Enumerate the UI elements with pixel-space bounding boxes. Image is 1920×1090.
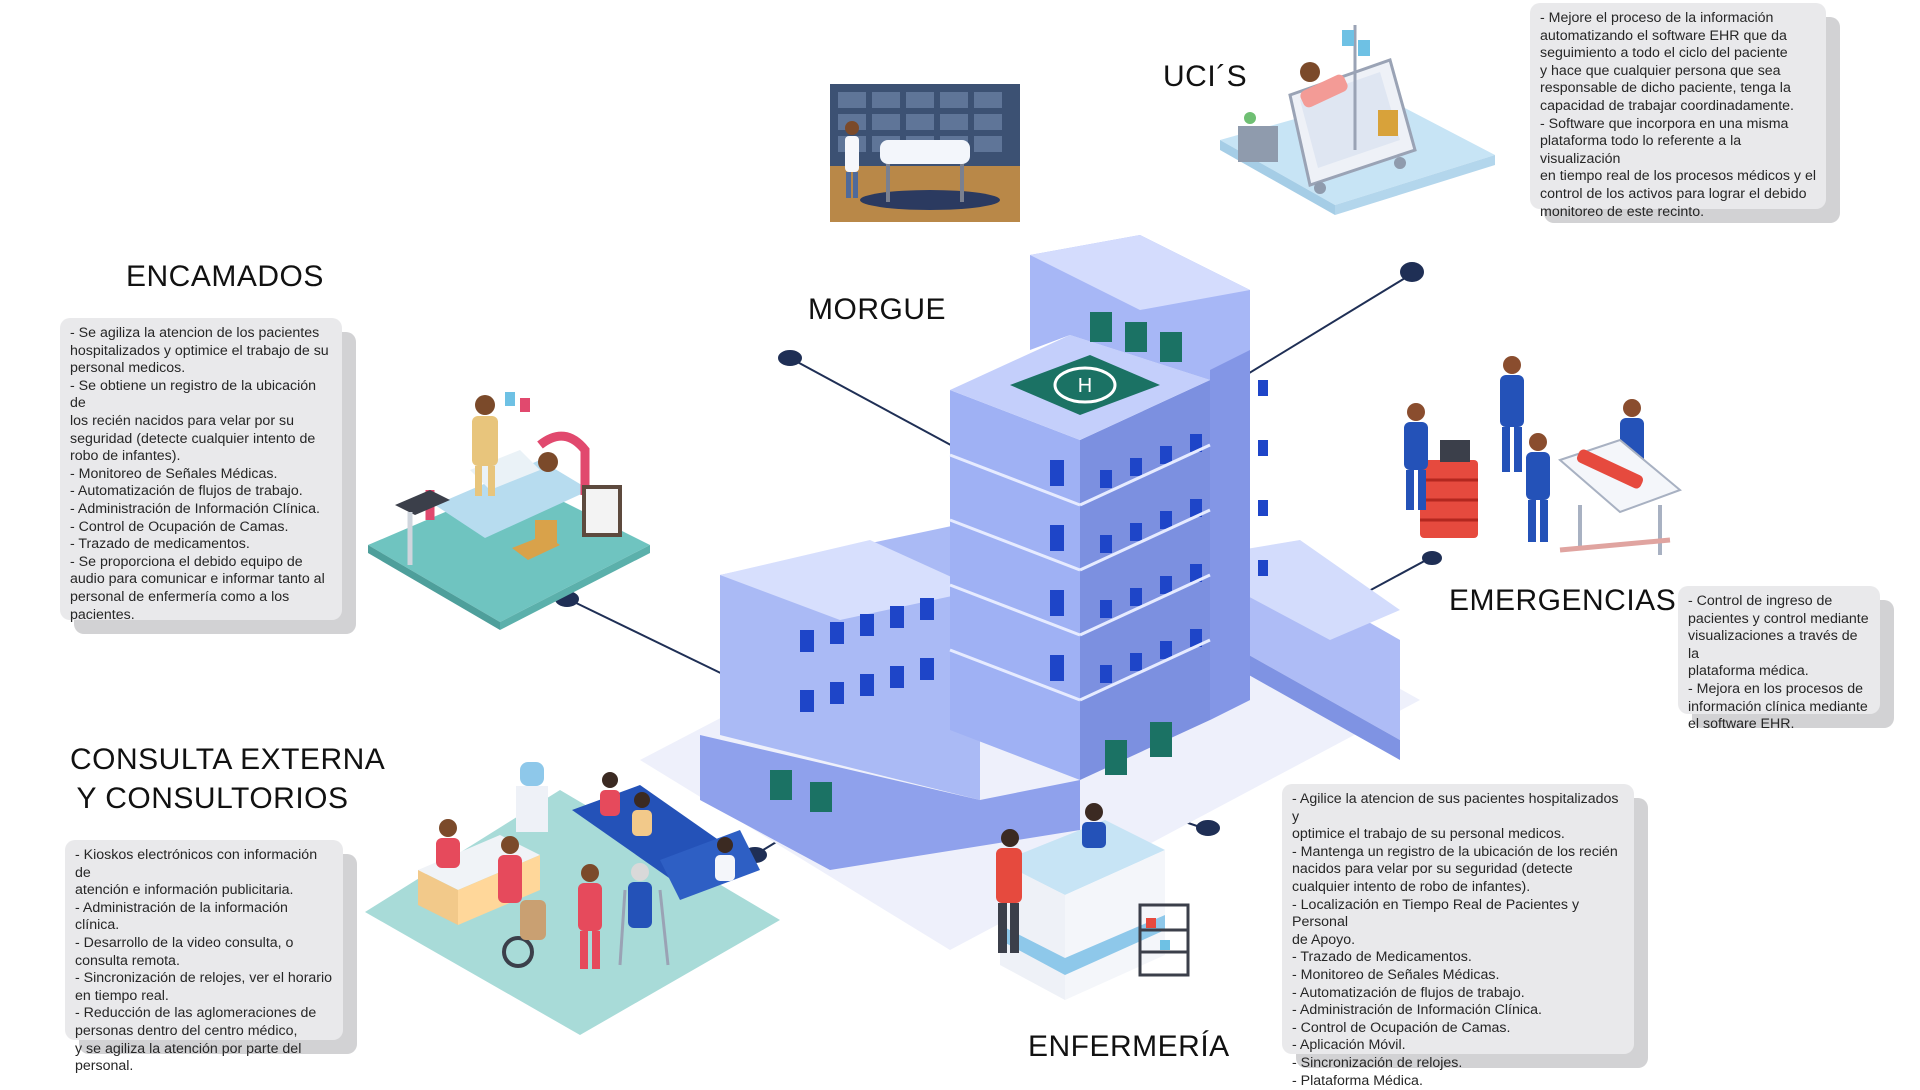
- encamados-bullet: - Se obtiene un registro de la ubicación…: [70, 378, 332, 466]
- enfermeria-bullet: - Plataforma Médica.: [1292, 1073, 1624, 1090]
- encamados-bullet: - Se proporciona el debido equipo de aud…: [70, 554, 332, 624]
- emergencias-scene: [1404, 356, 1680, 555]
- uci-info-box: - Mejore el proceso de la información au…: [1530, 3, 1826, 209]
- enfermeria-bullet: - Automatización de flujos de trabajo.: [1292, 985, 1624, 1003]
- enfermeria-bullet: - Control de Ocupación de Camas.: [1292, 1020, 1624, 1038]
- consulta-info-box: - Kioskos electrónicos con información d…: [65, 840, 343, 1040]
- emergencias-title: EMERGENCIAS: [1449, 581, 1676, 620]
- consulta-bullet: - Desarrollo de la video consulta, o con…: [75, 935, 333, 970]
- connector-morgue: [790, 358, 960, 450]
- consulta-bullet: - Administración de la información clíni…: [75, 900, 333, 935]
- emergencias-bullet: - Mejora en los procesos de información …: [1688, 681, 1870, 734]
- encamados-bullet: - Trazado de medicamentos.: [70, 536, 332, 554]
- encamados-scene: [368, 392, 650, 630]
- uci-bullet: - Software que incorpora en una misma pl…: [1540, 116, 1816, 222]
- enfermeria-bullet: - Mantenga un registro de la ubicación d…: [1292, 844, 1624, 897]
- uci-bullet: - Mejore el proceso de la información au…: [1540, 10, 1816, 116]
- enfermeria-bullet: - Localización en Tiempo Real de Pacient…: [1292, 897, 1624, 950]
- encamados-bullet: - Administración de Información Clínica.: [70, 501, 332, 519]
- uci-title: UCI´S: [1163, 57, 1247, 96]
- uci-scene: [1220, 25, 1495, 215]
- morgue-scene: [830, 84, 1020, 222]
- enfermeria-bullet: - Agilice la atencion de sus pacientes h…: [1292, 791, 1624, 844]
- encamados-bullet: - Se agiliza la atencion de los paciente…: [70, 325, 332, 378]
- enfermeria-bullet: - Sincronización de relojes.: [1292, 1055, 1624, 1073]
- emergencias-bullet: - Control de ingreso de pacientes y cont…: [1688, 593, 1870, 681]
- encamados-bullet: - Monitoreo de Señales Médicas.: [70, 466, 332, 484]
- consulta-title-line2: Y CONSULTORIOS: [70, 779, 355, 818]
- enfermeria-bullet: - Monitoreo de Señales Médicas.: [1292, 967, 1624, 985]
- morgue-title: MORGUE: [808, 290, 946, 329]
- consulta-title: CONSULTA EXTERNA Y CONSULTORIOS: [70, 740, 355, 818]
- enfermeria-title: ENFERMERÍA: [1028, 1027, 1230, 1066]
- encamados-title: ENCAMADOS: [126, 257, 324, 296]
- enfermeria-bullet: - Administración de Información Clínica.: [1292, 1002, 1624, 1020]
- enfermeria-bullet: - Trazado de Medicamentos.: [1292, 949, 1624, 967]
- enfermeria-info-box: - Agilice la atencion de sus pacientes h…: [1282, 784, 1634, 1054]
- enfermeria-bullet: - Aplicación Móvil.: [1292, 1037, 1624, 1055]
- consulta-bullet: - Kioskos electrónicos con información d…: [75, 847, 333, 900]
- encamados-bullet: - Control de Ocupación de Camas.: [70, 519, 332, 537]
- encamados-info-box: - Se agiliza la atencion de los paciente…: [60, 318, 342, 620]
- consulta-title-line1: CONSULTA EXTERNA: [70, 740, 355, 779]
- consulta-bullet: - Sincronización de relojes, ver el hora…: [75, 970, 333, 1005]
- connector-encamados: [570, 600, 735, 680]
- consulta-bullet: - Reducción de las aglomeraciones de per…: [75, 1005, 333, 1075]
- emergencias-info-box: - Control de ingreso de pacientes y cont…: [1678, 586, 1880, 714]
- svg-text:H: H: [1078, 375, 1092, 397]
- encamados-bullet: - Automatización de flujos de trabajo.: [70, 483, 332, 501]
